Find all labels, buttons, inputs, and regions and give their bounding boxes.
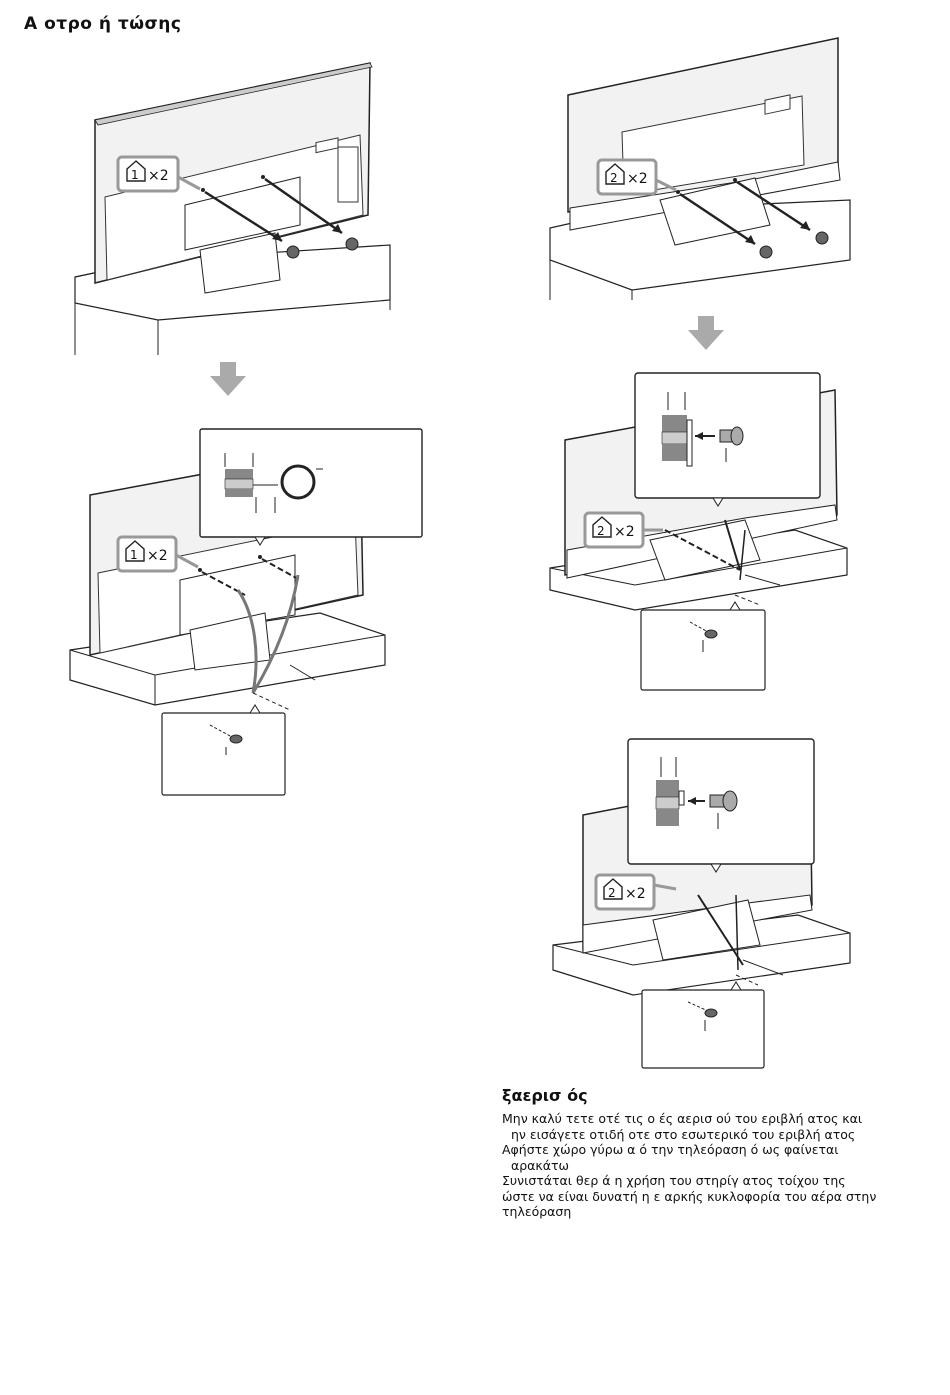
ventilation-title: ξαερισ ός xyxy=(502,1086,588,1105)
step1b-number: 1 xyxy=(130,548,138,562)
step2c-quantity: ×2 xyxy=(625,886,646,902)
down-arrow-icon-2 xyxy=(688,316,724,350)
page-heading: Α οτρο ή τώσης xyxy=(24,14,182,34)
figure-remove-screws-2: 2 ×2 xyxy=(540,30,870,300)
ventilation-line: αρακάτω xyxy=(511,1157,570,1173)
step1-quantity: ×2 xyxy=(148,168,169,184)
figure-strap-attach-1: 1 ×2 xyxy=(60,425,430,805)
figure-remove-screws-1: 1 ×2 xyxy=(60,55,400,355)
step2b-quantity: ×2 xyxy=(614,524,635,540)
step1-number: 1 xyxy=(131,168,139,182)
ventilation-line: ην εισάγετε οτιδή οτε στο εσωτερικό του … xyxy=(511,1126,856,1142)
ventilation-line: ώστε να είναι δυνατή η ε αρκής κυκλοφορί… xyxy=(502,1188,877,1204)
step2-number: 2 xyxy=(610,171,618,185)
ventilation-line: Συνιστάται θερ ά η χρήση του στηρίγ ατος… xyxy=(502,1173,846,1188)
ventilation-section: ξαερισ ός Μην καλύ τετε οτέ τις ο ές αερ… xyxy=(502,1086,922,1220)
step2-quantity: ×2 xyxy=(627,171,648,187)
figure-strap-attach-3: 2 ×2 xyxy=(548,735,858,1075)
ventilation-line: τηλεόραση xyxy=(502,1204,572,1219)
step2c-number: 2 xyxy=(608,886,616,900)
step2b-number: 2 xyxy=(597,524,605,538)
down-arrow-icon xyxy=(210,362,246,396)
step1b-quantity: ×2 xyxy=(147,548,168,564)
figure-strap-attach-2: 2 ×2 xyxy=(545,370,855,695)
ventilation-line: Αφήστε χώρο γύρω α ό την τηλεόραση ό ως … xyxy=(502,1142,839,1157)
ventilation-line: Μην καλύ τετε οτέ τις ο ές αερισ ού του … xyxy=(502,1111,863,1126)
